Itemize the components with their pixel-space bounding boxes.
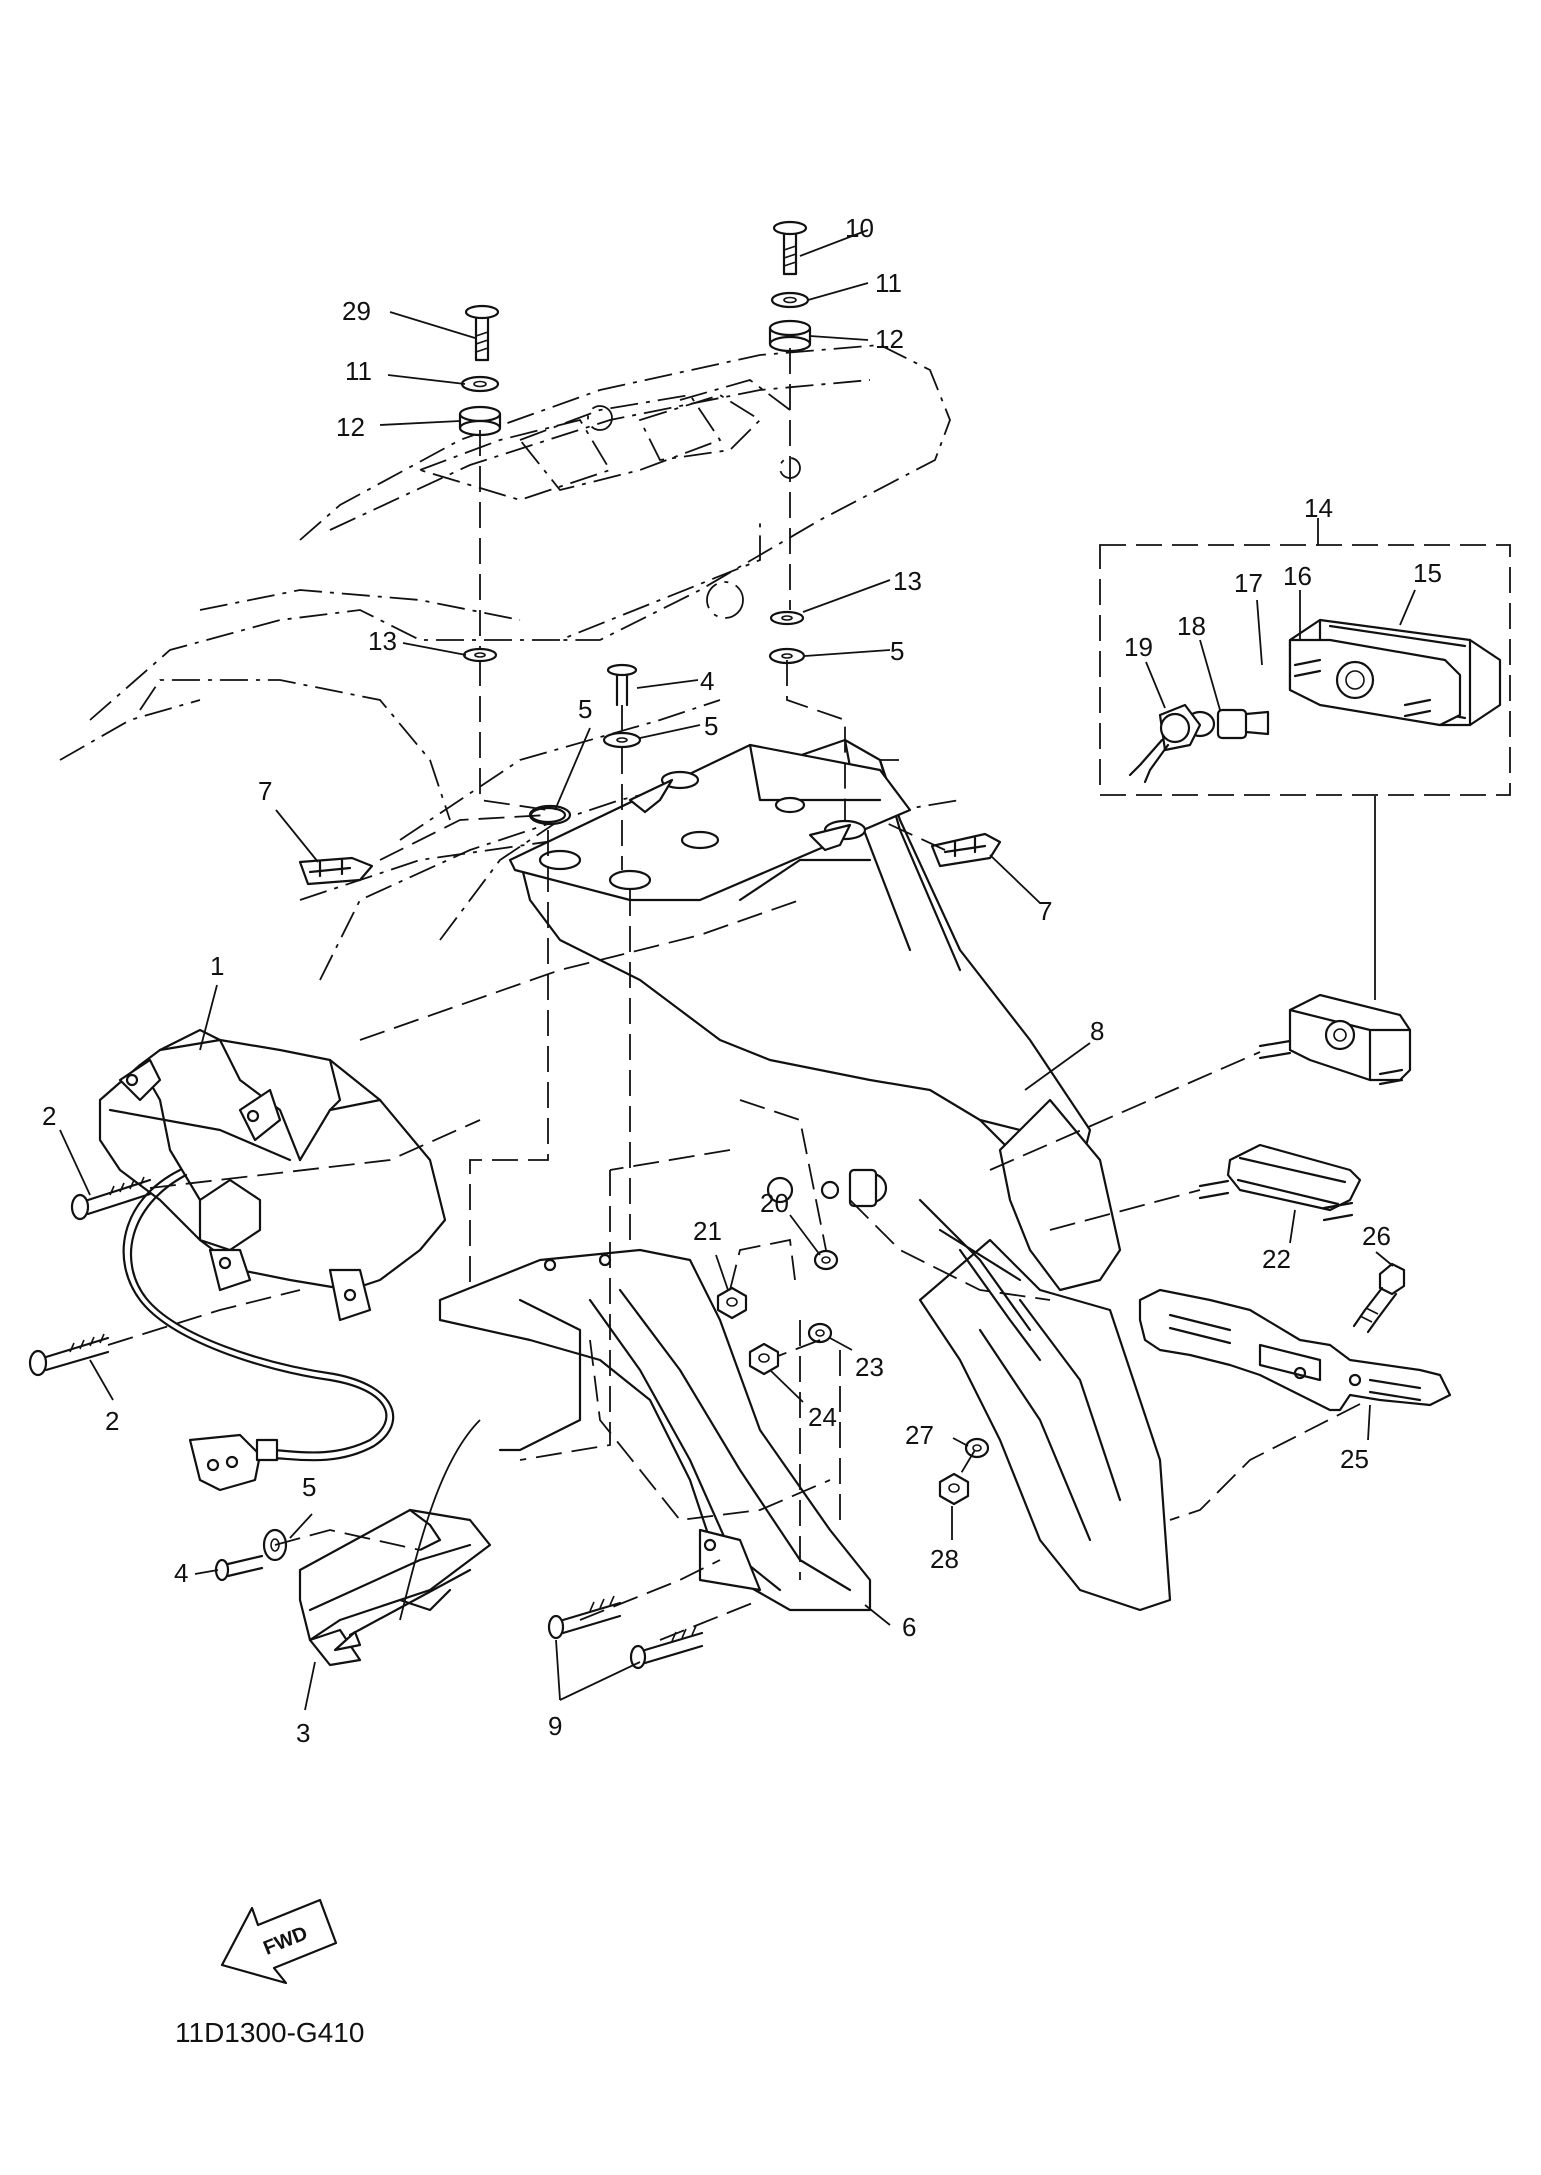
nut-24 [748,1342,780,1376]
washer-23 [807,1322,833,1344]
callout-26: 26 [1362,1221,1391,1251]
clip-7-left [298,856,374,886]
socket-19 [1128,703,1202,784]
callout-4-lower: 4 [174,1558,188,1588]
callout-2-upper: 2 [42,1101,56,1131]
collar-13-right [769,610,805,626]
callout-24: 24 [808,1402,837,1432]
callout-6: 6 [902,1612,916,1642]
callout-17: 17 [1234,568,1263,598]
callout-5-right: 5 [890,636,904,666]
callout-21: 21 [693,1216,722,1246]
callout-1: 1 [210,951,224,981]
callout-numbers: 1 2 2 3 4 4 5 5 5 5 6 7 7 8 9 10 11 11 1… [42,213,1442,1748]
washer-27 [964,1437,990,1459]
diagram-code: 11D1300-G410 [175,2017,364,2048]
grommet-12-right [768,319,812,353]
bolt-4-lower [214,1554,264,1582]
assembly-lines [107,348,1361,1641]
license-light-housing-16 [1288,638,1462,727]
clip-7-right [930,832,1002,868]
callout-7-left: 7 [258,776,272,806]
forward-direction-arrow: FWD [220,1898,338,1985]
leader-lines [59,229,1416,1711]
license-plate-bracket-25 [1138,1288,1452,1412]
callout-5-left: 5 [578,694,592,724]
callout-9: 9 [548,1711,562,1741]
bolt-29 [464,304,500,362]
washer-5-left [529,806,567,824]
callout-18: 18 [1177,611,1206,641]
callout-14: 14 [1304,493,1333,523]
callout-29: 29 [342,296,371,326]
callout-11-right: 11 [875,268,902,298]
callout-13-right: 13 [893,566,922,596]
callout-11-left: 11 [345,356,372,386]
collar-13-left [462,647,498,663]
screw-2-upper [70,1176,152,1221]
screw-2-lower [28,1333,110,1377]
callout-2-lower: 2 [105,1406,119,1436]
bolt-26 [1352,1262,1406,1334]
callout-15: 15 [1413,558,1442,588]
callout-12-left: 12 [336,412,365,442]
nut-21 [716,1286,748,1320]
bolt-4-center [606,663,638,707]
callout-28: 28 [930,1544,959,1574]
grommet-12-left [458,405,502,437]
callout-19: 19 [1124,632,1153,662]
callout-22: 22 [1262,1244,1291,1274]
callout-20: 20 [760,1188,789,1218]
license-light-assembly-box [1099,544,1511,796]
callout-13-left: 13 [368,626,397,656]
callout-12-right: 12 [875,324,904,354]
washer-20 [813,1249,839,1271]
lower-mounting-bracket [438,1248,872,1612]
callout-4-center: 4 [700,666,714,696]
callout-27: 27 [905,1420,934,1450]
callout-5-center: 5 [704,711,718,741]
callout-3: 3 [296,1718,310,1748]
washer-11-left [460,375,500,393]
cover-3 [298,1508,492,1667]
washer-11-right [770,291,810,309]
callout-25: 25 [1340,1444,1369,1474]
gasket-22 [1198,1143,1362,1222]
callout-8: 8 [1090,1016,1104,1046]
callout-7-right: 7 [1038,896,1052,926]
tail-light [98,1028,447,1492]
callout-16: 16 [1283,561,1312,591]
top-mounting-plate [508,743,912,902]
callout-10: 10 [845,213,874,243]
license-light-installed [1258,993,1412,1086]
washer-5-center [602,731,642,749]
wire-route-arrow [399,1419,481,1621]
washer-5-right-top [768,647,806,665]
bolt-10 [772,220,808,276]
callout-23: 23 [855,1352,884,1382]
nut-28 [938,1472,970,1506]
callout-5-lower: 5 [302,1472,316,1502]
bolts-9 [547,1595,704,1670]
